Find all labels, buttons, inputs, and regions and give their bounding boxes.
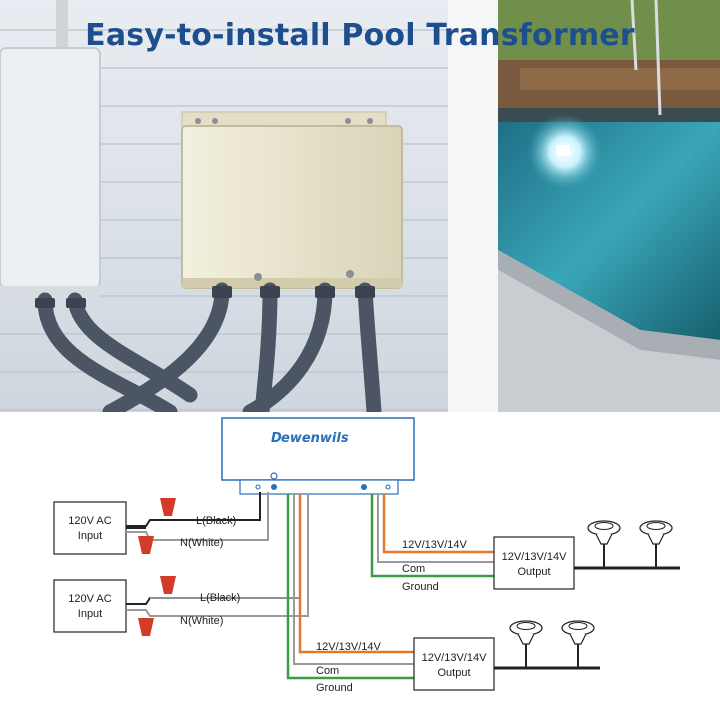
ground-wire-label: Ground <box>402 581 439 593</box>
output-voltage-wire-label: 12V/13V/14V <box>316 641 381 653</box>
neutral-wire-label: N(White) <box>180 615 223 627</box>
output-box-2: 12V/13V/14V Output <box>413 637 495 691</box>
input-box-1: 120V AC Input <box>53 501 127 555</box>
neutral-wire-label: N(White) <box>180 537 223 549</box>
pool-patio <box>498 270 720 412</box>
light-fixture-icon <box>509 620 543 668</box>
light-fixture-icon <box>587 520 621 568</box>
input-label-line1: 120V AC <box>68 515 111 527</box>
terminal-studs <box>271 484 367 490</box>
screw <box>345 118 351 124</box>
light-fixture-icon <box>639 520 673 568</box>
light-fixture-icon <box>561 620 595 668</box>
deck-board <box>520 68 720 90</box>
page-title: Easy-to-install Pool Transformer <box>85 18 635 53</box>
pool-light <box>556 145 570 156</box>
output-label-line1: 12V/13V/14V <box>502 551 567 563</box>
output-box-1: 12V/13V/14V Output <box>493 536 575 590</box>
live-wire-label: L(Black) <box>196 515 236 527</box>
installation-photo <box>0 0 720 412</box>
output-label-line2: Output <box>517 566 550 578</box>
com-wire-label: Com <box>402 563 425 575</box>
screw <box>346 270 354 278</box>
screw <box>212 118 218 124</box>
com-wire-label: Com <box>316 665 339 677</box>
wire-nuts <box>138 498 176 636</box>
output-label-line2: Output <box>437 667 470 679</box>
pool-ladder <box>630 0 638 71</box>
transformer-terminal-strip <box>239 479 399 495</box>
output-voltage-wire-label: 12V/13V/14V <box>402 539 467 551</box>
input-label-line2: Input <box>78 608 102 620</box>
screw <box>195 118 201 124</box>
live-wire-label: L(Black) <box>200 592 240 604</box>
input-label-line2: Input <box>78 530 102 542</box>
pool-ladder-rail <box>654 0 662 116</box>
wiring-diagram: D ewenwils 120V AC Input 120V AC Input <box>53 417 680 694</box>
brand-logo: ewenwils <box>281 431 349 446</box>
transformer-unit <box>221 417 415 481</box>
window-trim <box>448 0 498 412</box>
output-label-line1: 12V/13V/14V <box>422 652 487 664</box>
indicator-light <box>270 472 278 480</box>
ground-wire-label: Ground <box>316 682 353 694</box>
pool-tile-band <box>498 108 720 122</box>
flex-conduits <box>37 282 382 412</box>
brand-initial: D <box>271 431 282 446</box>
input-label-line1: 120V AC <box>68 593 111 605</box>
output-wires <box>286 494 494 680</box>
screw <box>367 118 373 124</box>
conduit-fittings <box>35 286 375 308</box>
electrical-panel <box>0 47 101 289</box>
box-bottom <box>182 278 402 288</box>
input-box-2: 120V AC Input <box>53 579 127 633</box>
pool-coping <box>498 250 720 360</box>
screw <box>254 273 262 281</box>
transformer-box <box>181 125 403 289</box>
